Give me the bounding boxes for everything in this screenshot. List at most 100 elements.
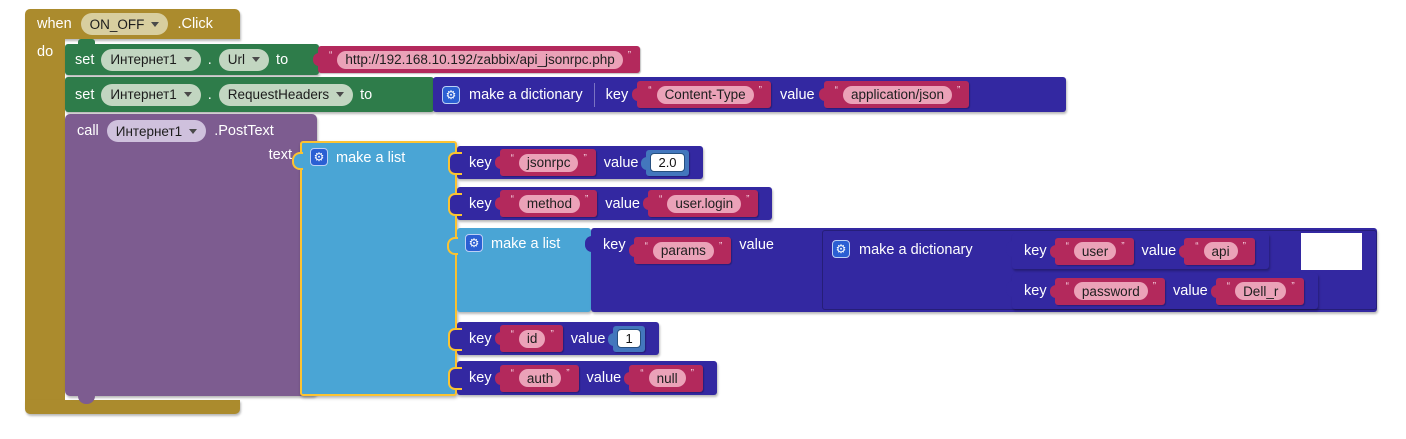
auth-field[interactable]: auth (518, 369, 562, 387)
value-label: value (605, 195, 640, 212)
key-label: key (603, 237, 626, 253)
number-block-1[interactable]: 1 (608, 325, 645, 352)
url-component-dropdown[interactable]: Интернет1 (101, 48, 201, 71)
dell-r-field[interactable]: Dell_r (1235, 282, 1287, 300)
application-json-text-block[interactable]: “ application/json ” (818, 81, 970, 108)
api-field[interactable]: api (1203, 242, 1238, 260)
dot-label: . (207, 86, 212, 103)
url-property-dropdown[interactable]: Url (218, 48, 270, 71)
close-quote: ” (1291, 281, 1295, 292)
key-label: key (469, 195, 492, 212)
open-quote: “ (1065, 281, 1069, 292)
headers-dictionary-block[interactable]: make a dictionary key “ Content-Type ” v… (433, 77, 1066, 112)
set-url-block[interactable]: set Интернет1 . Url to (65, 39, 319, 75)
url-property-value: Url (227, 52, 246, 67)
nested-make-a-list-block[interactable]: make a list (447, 228, 591, 312)
jsonrpc-text-block[interactable]: “ jsonrpc ” (494, 149, 596, 176)
headers-component-dropdown[interactable]: Интернет1 (101, 83, 201, 106)
close-quote: ” (1152, 281, 1157, 292)
open-quote: “ (648, 84, 652, 96)
set-requestheaders-block[interactable]: set Интернет1 . RequestHeaders to (65, 77, 434, 112)
mutator-gear-icon[interactable] (310, 148, 328, 166)
headers-property-value: RequestHeaders (227, 87, 330, 102)
call-component-value: Интернет1 (115, 123, 183, 139)
user-text-block[interactable]: “ user ” (1049, 237, 1134, 265)
user-login-field[interactable]: user.login (667, 194, 742, 213)
id-text-block[interactable]: “ id ” (494, 325, 563, 352)
headers-property-dropdown[interactable]: RequestHeaders (218, 83, 354, 106)
make-a-list-block-selected[interactable]: make a list (292, 141, 457, 396)
jsonrpc-field[interactable]: jsonrpc (518, 153, 579, 172)
mutator-gear-icon[interactable] (832, 240, 850, 258)
number-field[interactable]: 2.0 (650, 153, 685, 172)
value-label: value (779, 86, 815, 103)
to-label: to (276, 51, 289, 68)
params-field[interactable]: params (652, 241, 714, 260)
content-type-text-block[interactable]: “ Content-Type ” (632, 81, 771, 108)
password-text-block[interactable]: “ password ” (1049, 277, 1166, 305)
pair-auth-block[interactable]: key “ auth ” value “ null ” (448, 361, 717, 395)
socket-seam (593, 82, 595, 107)
user-field[interactable]: user (1073, 242, 1117, 260)
close-quote: ” (690, 368, 694, 379)
open-quote: “ (510, 328, 514, 340)
id-field[interactable]: id (518, 329, 546, 348)
chevron-down-icon (183, 92, 192, 97)
block-plug (447, 237, 458, 255)
key-label: key (1024, 283, 1047, 299)
mutator-gear-icon[interactable] (442, 85, 460, 104)
method-name-label: .PostText (214, 123, 274, 139)
open-quote: “ (510, 368, 514, 379)
close-quote: ” (566, 368, 570, 379)
pair-password-block[interactable]: key “ password ” value “ Dell_r ” (1006, 273, 1318, 309)
pair-id-block[interactable]: key “ id ” value 1 (448, 322, 659, 355)
event-component-dropdown[interactable]: ON_OFF (80, 13, 169, 35)
pair-jsonrpc-block[interactable]: key “ jsonrpc ” value 2.0 (448, 146, 703, 179)
call-posttext-block[interactable]: call Интернет1 .PostText text (65, 114, 317, 396)
user-login-text-block[interactable]: “ user.login ” (642, 190, 759, 217)
when-event-block[interactable]: when ON_OFF .Click (25, 9, 240, 39)
text-param-label: text (268, 147, 292, 163)
auth-text-block[interactable]: “ auth ” (494, 364, 579, 392)
pair-user-block[interactable]: key “ user ” value “ api ” (1006, 233, 1269, 269)
when-label: when (37, 16, 72, 32)
mutator-gear-icon[interactable] (465, 234, 483, 252)
method-text-block[interactable]: “ method ” (494, 190, 598, 217)
open-quote: “ (1195, 241, 1199, 252)
open-quote: “ (1065, 241, 1069, 252)
null-field[interactable]: null (648, 369, 686, 387)
params-text-block[interactable]: “ params ” (628, 237, 732, 264)
password-field[interactable]: password (1073, 282, 1148, 300)
event-component-value: ON_OFF (89, 16, 145, 32)
url-text-field[interactable]: http://192.168.10.192/zabbix/api_jsonrpc… (337, 50, 623, 69)
when-block-bottom[interactable] (25, 400, 240, 414)
call-component-dropdown[interactable]: Интернет1 (106, 120, 207, 142)
chevron-down-icon (252, 57, 261, 62)
url-text-block[interactable]: “ http://192.168.10.192/zabbix/api_jsonr… (312, 46, 641, 73)
value-label: value (1173, 283, 1208, 299)
url-component-value: Интернет1 (110, 52, 177, 67)
key-label: key (469, 370, 492, 386)
make-a-dictionary-label: make a dictionary (859, 242, 973, 258)
open-quote: “ (510, 152, 514, 164)
pair-method-block[interactable]: key “ method ” value “ user.login ” (447, 187, 773, 220)
open-quote: “ (644, 240, 648, 252)
null-text-block[interactable]: “ null ” (624, 364, 703, 392)
dell-r-text-block[interactable]: “ Dell_r ” (1210, 277, 1304, 305)
make-a-dictionary-label: make a dictionary (469, 86, 583, 103)
close-quote: ” (1242, 241, 1246, 252)
close-quote: ” (957, 84, 961, 96)
method-field[interactable]: method (518, 194, 580, 213)
open-quote: “ (834, 84, 838, 96)
api-text-block[interactable]: “ api ” (1179, 237, 1255, 265)
when-block-spine[interactable] (25, 38, 65, 401)
application-json-field[interactable]: application/json (842, 85, 953, 104)
open-quote: “ (1226, 281, 1231, 292)
make-a-list-label: make a list (336, 150, 406, 166)
open-quote: “ (658, 193, 663, 205)
content-type-field[interactable]: Content-Type (656, 85, 754, 104)
next-statement-notch (78, 395, 95, 404)
number-block-2-0[interactable]: 2.0 (641, 149, 689, 176)
number-field[interactable]: 1 (617, 329, 641, 348)
